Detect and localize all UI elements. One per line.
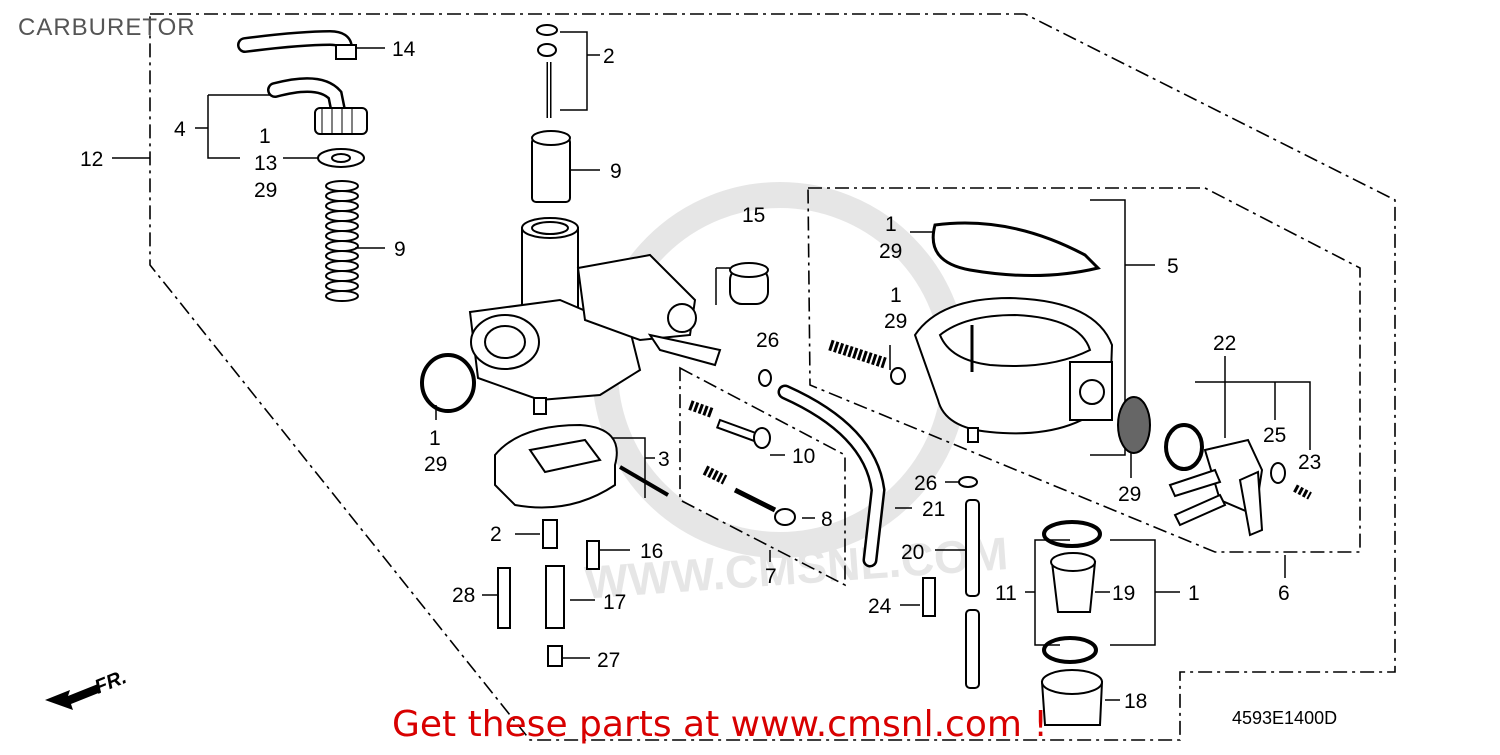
callout-labels: 14 2 4 1 13 29 12 9 9 15 26 1 29 3 10 8 … — [80, 38, 1321, 713]
callout-7: 7 — [765, 565, 777, 588]
fuel-cock-part — [1164, 423, 1312, 537]
callout-17: 17 — [603, 591, 626, 614]
carburetor-body-part — [468, 217, 722, 415]
page-title: CARBURETOR — [18, 14, 196, 41]
throttle-valve-part — [531, 130, 571, 203]
callout-14: 14 — [392, 38, 416, 61]
float-chamber-boundary — [807, 187, 1361, 553]
jet-kit-boundary — [679, 366, 846, 587]
callout-29c: 29 — [879, 240, 902, 263]
callout-27: 27 — [597, 649, 620, 672]
callout-2a: 2 — [603, 45, 615, 68]
callout-19: 19 — [1112, 582, 1135, 605]
drain-screw-part — [922, 577, 936, 617]
callout-1a: 1 — [259, 125, 271, 148]
callout-11: 11 — [995, 582, 1017, 605]
drain-hose-part — [777, 384, 886, 568]
air-screw-part — [828, 339, 906, 385]
callout-26a: 26 — [756, 329, 779, 352]
callout-1e: 1 — [1188, 582, 1200, 605]
callout-12: 12 — [80, 148, 103, 171]
callout-20: 20 — [901, 541, 924, 564]
jet-needle-part — [536, 24, 558, 118]
callout-9a: 9 — [394, 238, 406, 261]
strainer-part — [1040, 520, 1104, 726]
callout-13: 13 — [254, 152, 277, 175]
assembly-boundary — [149, 13, 1396, 741]
callout-6: 6 — [1278, 582, 1290, 605]
callout-1b: 1 — [429, 427, 441, 450]
callout-1c: 1 — [885, 213, 897, 236]
front-arrow-icon: FR. — [45, 666, 130, 710]
cap-part — [729, 262, 769, 305]
o-ring-part — [420, 353, 476, 413]
callout-1d: 1 — [890, 284, 902, 307]
callout-15: 15 — [742, 204, 765, 227]
jet-kit-parts — [688, 400, 796, 526]
callout-29a: 29 — [254, 179, 277, 202]
cmsnl-promo-link[interactable]: Get these parts at www.cmsnl.com ! — [392, 704, 1048, 745]
gasket-part — [931, 221, 1101, 277]
cable-cap-part — [267, 77, 368, 135]
callout-22: 22 — [1213, 332, 1236, 355]
callout-26b: 26 — [914, 472, 937, 495]
callout-21: 21 — [922, 498, 945, 521]
callout-25: 25 — [1263, 424, 1286, 447]
callout-29d: 29 — [884, 310, 907, 333]
callout-9b: 9 — [610, 160, 622, 183]
callout-29e: 29 — [1118, 483, 1141, 506]
callout-8: 8 — [821, 508, 833, 531]
svg-text:FR.: FR. — [92, 666, 130, 698]
leader-lines — [112, 31, 1311, 701]
callout-2b: 2 — [490, 523, 502, 546]
diagram-code: 4593E1400D — [1232, 708, 1338, 728]
callout-29b: 29 — [424, 453, 447, 476]
spring-part — [325, 180, 359, 302]
float-part — [494, 423, 670, 509]
tube-parts — [958, 476, 980, 689]
callout-4: 4 — [174, 118, 186, 141]
callout-18: 18 — [1124, 690, 1147, 713]
callout-23: 23 — [1298, 451, 1321, 474]
filter-screen-part — [1117, 396, 1151, 454]
clip-part — [758, 369, 772, 387]
jet-parts — [497, 519, 600, 667]
callout-24: 24 — [868, 595, 892, 618]
callout-10: 10 — [792, 445, 815, 468]
float-chamber-part — [913, 296, 1114, 443]
callout-28: 28 — [452, 584, 475, 607]
callout-16: 16 — [640, 540, 663, 563]
callout-5: 5 — [1167, 255, 1179, 278]
callout-3: 3 — [658, 448, 670, 471]
fuel-cock-o-ring — [1164, 423, 1204, 471]
fuel-hose-part — [237, 29, 357, 60]
